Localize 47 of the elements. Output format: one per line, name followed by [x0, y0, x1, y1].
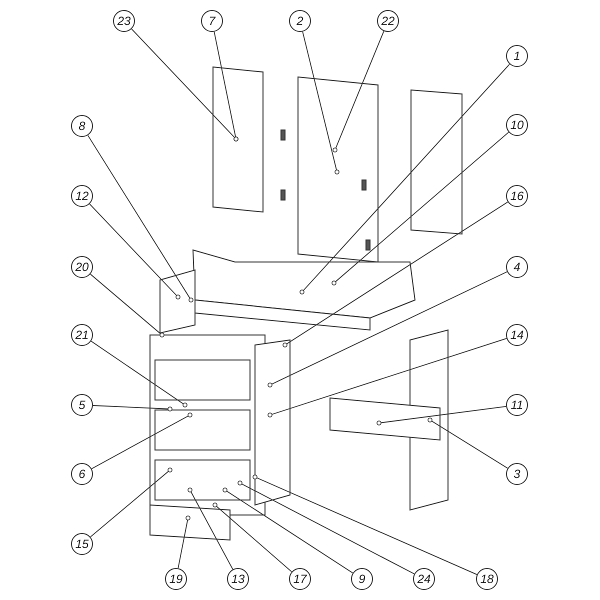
- callout-number: 3: [506, 463, 528, 485]
- leader-line: [91, 412, 192, 470]
- leader-line: [178, 516, 190, 569]
- leader-line: [212, 502, 292, 572]
- callout-number: 5: [71, 394, 93, 416]
- callout-number: 6: [71, 463, 93, 485]
- leader-line: [222, 488, 354, 574]
- leader-line: [92, 405, 172, 412]
- callout-number: 14: [506, 324, 528, 346]
- leader-line: [90, 274, 164, 338]
- leader-line: [188, 488, 234, 570]
- leader-line: [87, 134, 194, 302]
- callout-number: 18: [476, 568, 498, 590]
- callout-number: 15: [71, 533, 93, 555]
- leader-line: [268, 338, 507, 418]
- leader-line: [282, 202, 508, 348]
- leader-line: [302, 31, 340, 174]
- leader-line: [332, 30, 384, 152]
- callout-number: 7: [201, 10, 223, 32]
- callout-number: 4: [506, 256, 528, 278]
- callout-number: 13: [227, 568, 249, 590]
- leader-line: [89, 204, 180, 300]
- callout-number: 20: [71, 256, 93, 278]
- callout-number: 11: [506, 394, 528, 416]
- leader-line: [252, 474, 478, 576]
- callout-number: 17: [289, 568, 311, 590]
- callout-number: 1: [506, 45, 528, 67]
- callout-number: 21: [71, 324, 93, 346]
- leader-line: [300, 64, 510, 294]
- leader-line: [214, 31, 238, 142]
- leader-line: [332, 132, 510, 286]
- callout-number: 24: [413, 568, 435, 590]
- callout-number: 2: [289, 10, 311, 32]
- leader-line: [238, 480, 415, 574]
- leader-line: [268, 271, 508, 388]
- callout-number: 22: [377, 10, 399, 32]
- callout-number: 12: [71, 185, 93, 207]
- leader-line: [90, 340, 188, 408]
- callout-number: 8: [71, 115, 93, 137]
- callout-number: 19: [165, 568, 187, 590]
- leader-line: [376, 406, 507, 426]
- callout-number: 10: [506, 114, 528, 136]
- callout-number: 9: [351, 568, 373, 590]
- leader-line: [428, 418, 508, 469]
- callout-number: 16: [506, 185, 528, 207]
- callout-number: 23: [113, 10, 135, 32]
- leader-line: [90, 468, 172, 538]
